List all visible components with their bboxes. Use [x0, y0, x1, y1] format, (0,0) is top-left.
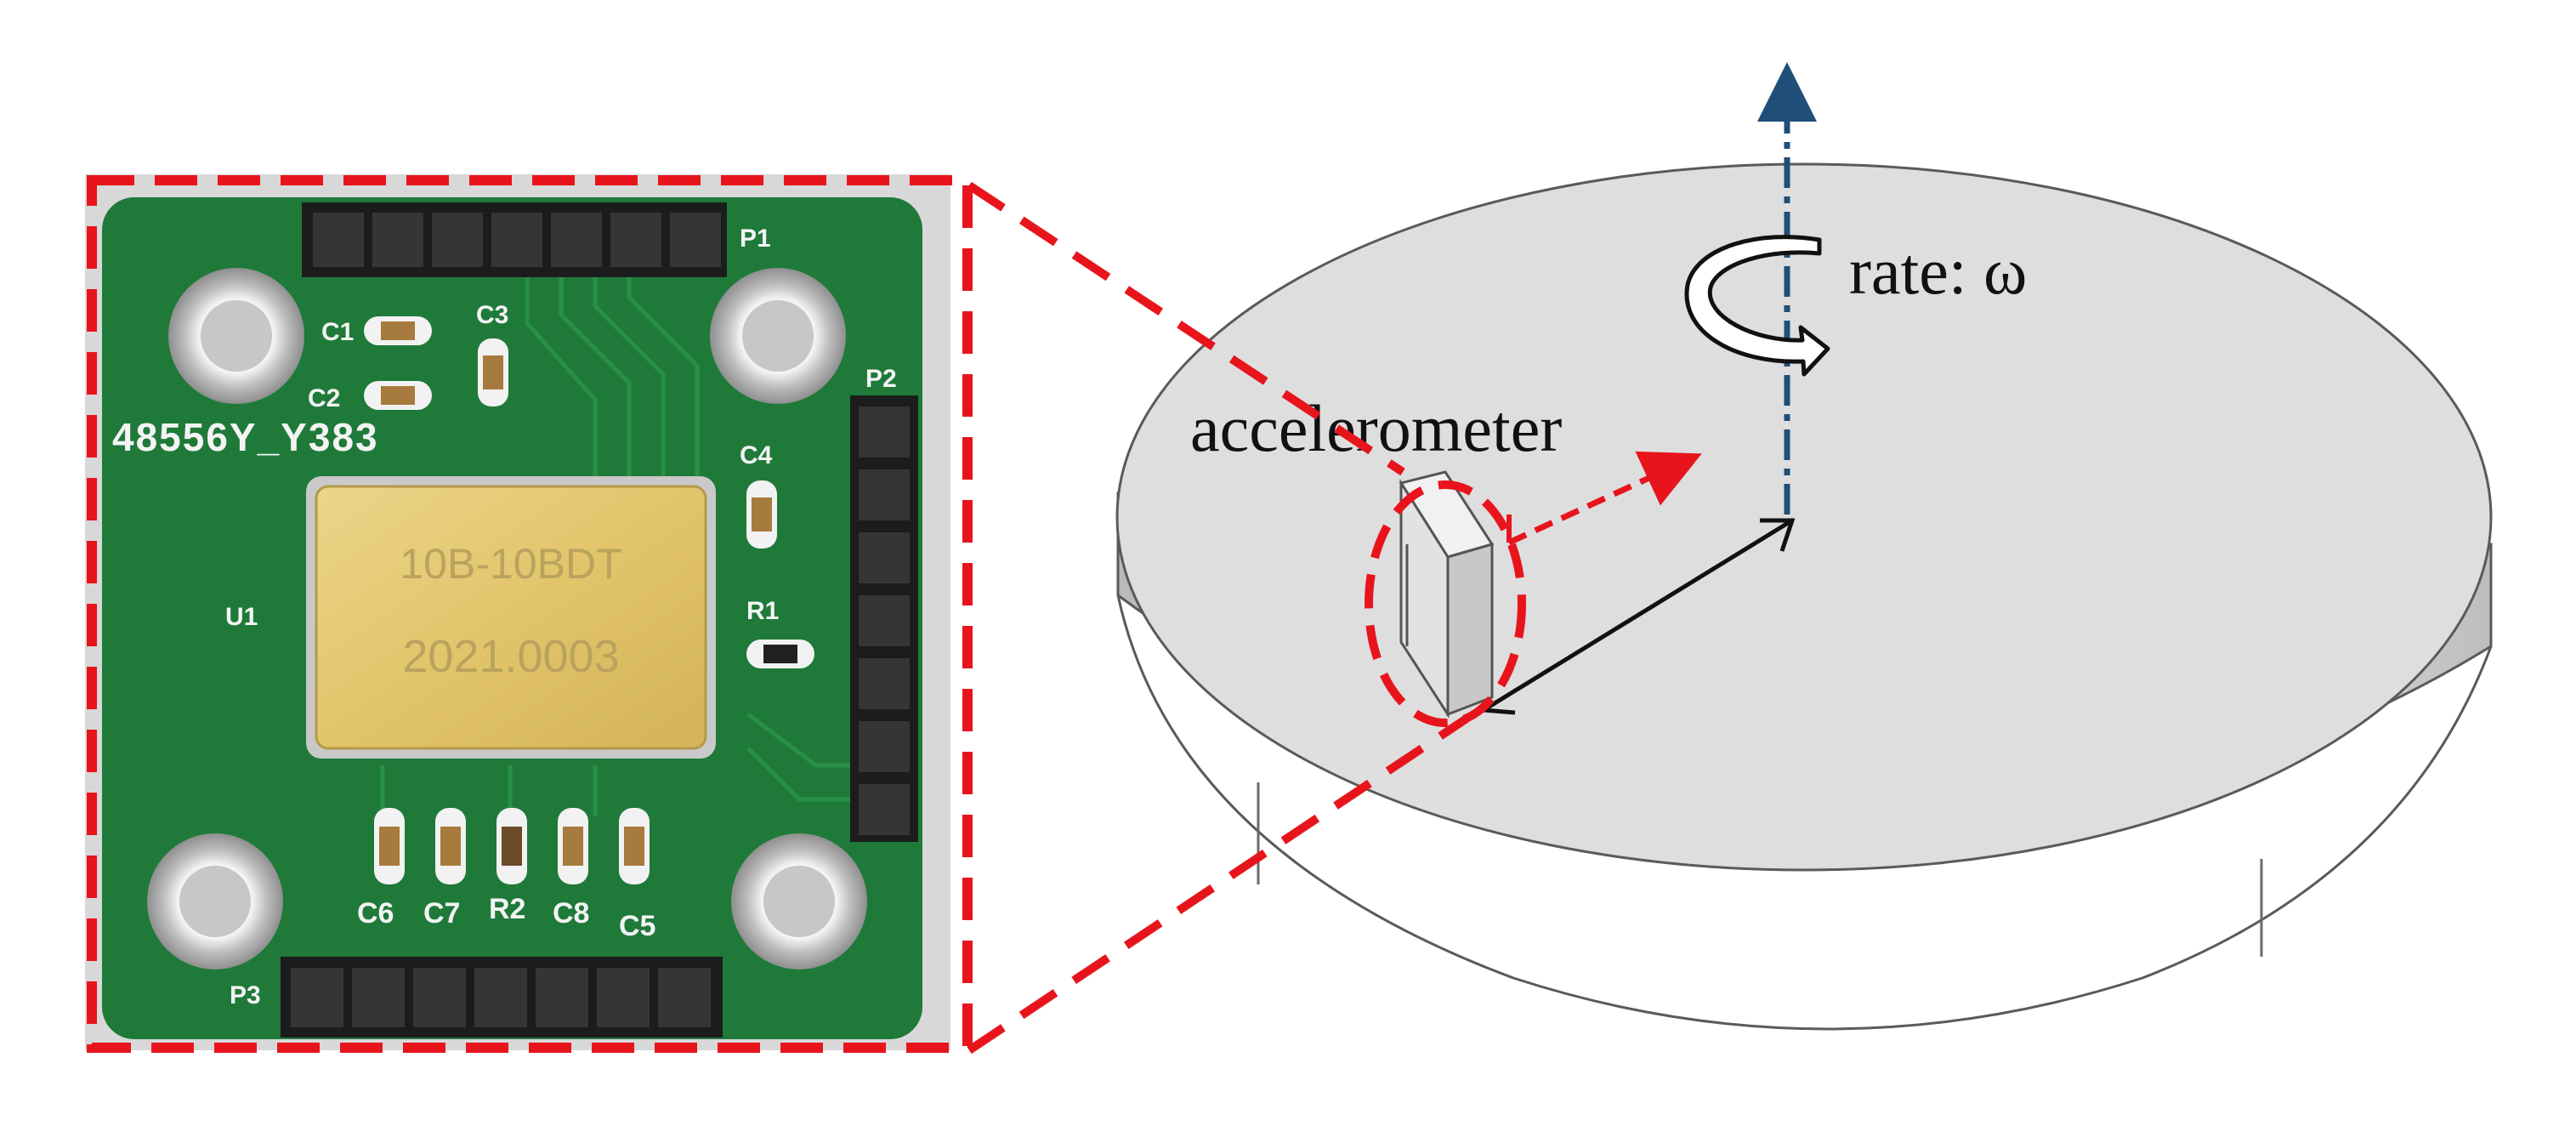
sensing-axis-arrow — [1507, 451, 1702, 546]
rotation-arrow-icon — [1684, 235, 1830, 377]
callout-line-bottom — [967, 714, 1469, 1055]
silk-p1: P1 — [740, 225, 771, 253]
silk-p2: P2 — [865, 365, 897, 393]
callout-line-top — [967, 181, 1405, 476]
silk-c3: C3 — [476, 301, 508, 329]
silk-c1: C1 — [321, 318, 354, 346]
disk-top-face — [1115, 162, 2493, 872]
pcb-photo: P1 C1 C3 C2 P2 48556Y_Y383 C4 U1 R1 C6 C… — [85, 174, 950, 1050]
callout-box — [87, 175, 973, 1053]
silk-board-id: 48556Y_Y383 — [112, 415, 379, 459]
chip-marking-line2: 2021.0003 — [402, 631, 619, 682]
silk-c5: C5 — [619, 910, 655, 942]
silk-r2: R2 — [489, 893, 525, 925]
smd-components — [364, 316, 814, 884]
silk-c4: C4 — [740, 441, 773, 469]
accelerometer-label: accelerometer — [1190, 391, 1562, 465]
silk-c2: C2 — [308, 384, 340, 412]
silk-c7: C7 — [423, 897, 460, 929]
header-p3 — [281, 957, 723, 1038]
chip-u1 — [306, 476, 716, 759]
silk-r1: R1 — [746, 597, 779, 625]
rate-label: rate: ω — [1849, 234, 2027, 308]
silk-u1: U1 — [225, 603, 258, 631]
callout-circle — [1365, 480, 1526, 727]
header-p1 — [302, 202, 727, 277]
silk-p3: P3 — [230, 981, 261, 1009]
rotating-disk — [1115, 162, 2493, 1031]
header-p2 — [850, 395, 918, 842]
chip-marking-line1: 10B-10BDT — [400, 540, 621, 588]
silk-c8: C8 — [553, 897, 589, 929]
silk-c6: C6 — [357, 897, 394, 929]
